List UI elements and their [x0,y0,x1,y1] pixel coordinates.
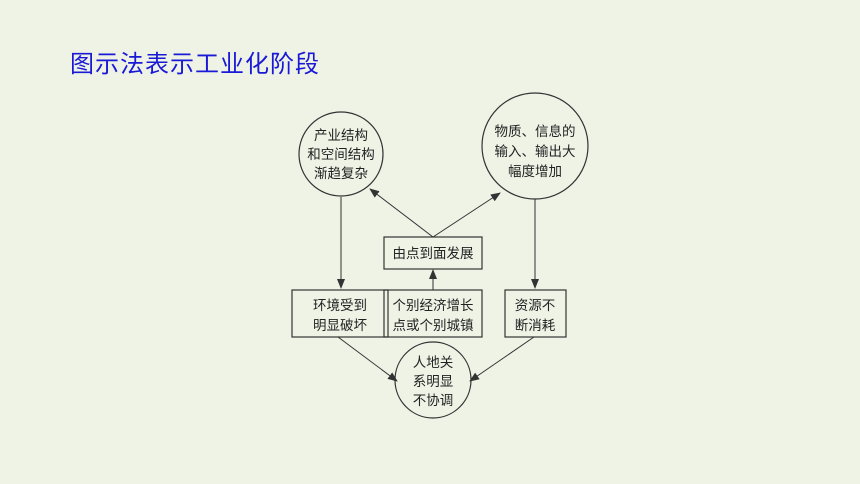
node-text-line: 幅度增加 [508,164,562,180]
node-text-line: 点或个别城镇 [393,318,474,334]
node-material-information-flow: 物质、信息的 输入、输出大 幅度增加 [481,92,589,200]
node-text-line: 明显破坏 [313,318,367,334]
node-text-line: 产业结构 [314,128,368,144]
node-text-line: 个别经济增长 [393,298,474,314]
arrow-left-box-to-bottom [337,336,398,382]
node-industrial-structure: 产业结构 和空间结构 渐趋复杂 [298,111,384,197]
node-text-line: 环境受到 [313,298,367,314]
node-human-land-relation: 人地关 系明显 不协调 [394,341,472,419]
connector-arrows [337,188,539,382]
node-point-to-area: 由点到面发展 [383,236,483,270]
node-text-line: 资源不 [515,298,556,314]
node-text-line: 不协调 [413,393,454,409]
node-text-line: 物质、信息的 [495,123,576,140]
node-resource-consumption: 资源不 断消耗 [504,289,567,338]
arrow-center-to-top-right [432,192,501,238]
node-text-line: 人地关 [413,355,454,371]
node-text-line: 渐趋复杂 [314,165,368,182]
node-text-line: 系明显 [413,374,454,390]
arrow-right-box-to-bottom [469,336,535,382]
node-text-line: 由点到面发展 [393,246,474,262]
node-growth-points: 个别经济增长 点或个别城镇 [383,289,483,338]
node-text-line: 和空间结构 [307,147,375,163]
node-text-line: 输入、输出大 [495,144,576,160]
arrow-center-to-top-left [369,188,434,238]
node-environment-damage: 环境受到 明显破坏 [291,289,389,338]
node-text-line: 断消耗 [515,318,556,334]
page-title: 图示法表示工业化阶段 [70,50,320,78]
